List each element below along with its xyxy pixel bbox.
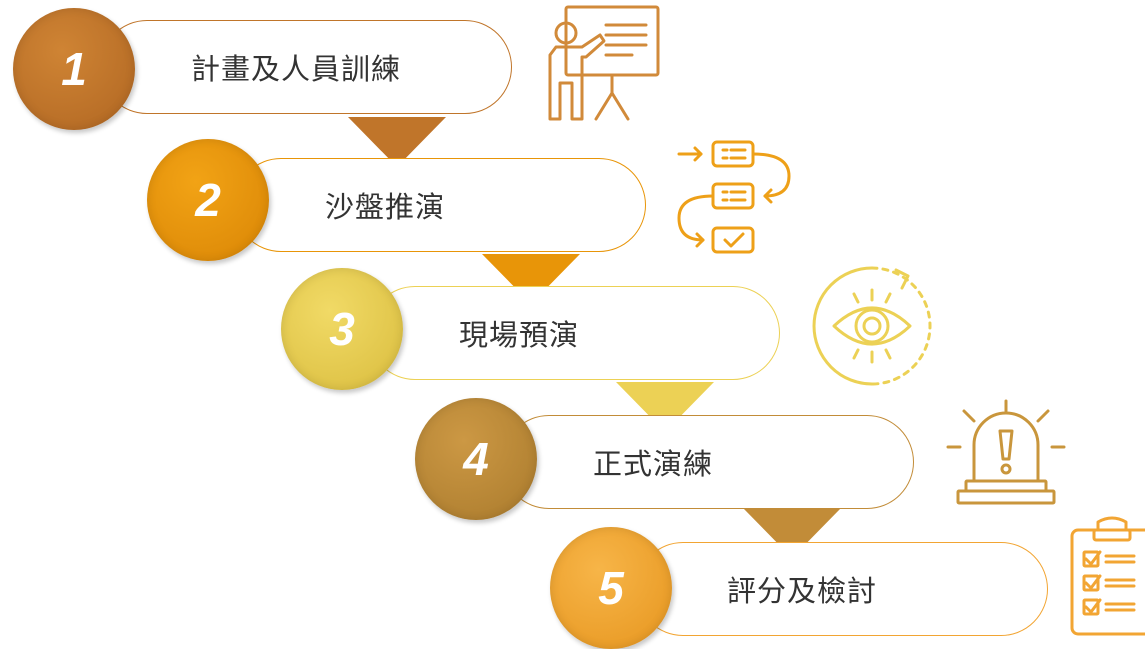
step-3-number-badge: 3 [281,268,403,390]
eye-rotate-icon [810,264,934,388]
step-3-box: 現場預演 [368,286,780,380]
step-5-number-badge: 5 [550,527,672,649]
step-4-box: 正式演練 [502,415,914,509]
step-2-number: 2 [195,174,221,226]
step-2-label: 沙盤推演 [325,190,446,224]
step-5-label: 評分及檢討 [727,574,878,608]
workflow-checklist-icon [673,138,798,258]
step-2-box: 沙盤推演 [234,158,646,252]
presentation-teacher-icon [536,3,661,123]
step-3-number: 3 [329,303,355,355]
step-4-label: 正式演練 [593,447,714,481]
step-5-box: 評分及檢討 [636,542,1048,636]
step-4-number-badge: 4 [415,398,537,520]
alarm-siren-icon [944,397,1068,509]
step-1-number: 1 [61,43,87,95]
step-2-number-badge: 2 [147,139,269,261]
step-1-number-badge: 1 [13,8,135,130]
clipboard-checklist-icon [1064,514,1145,636]
step-4-number: 4 [463,433,489,485]
step-1-box: 計畫及人員訓練 [100,20,512,114]
step-5-number: 5 [598,562,624,614]
step-1-label: 計畫及人員訓練 [191,52,402,86]
step-3-label: 現場預演 [459,318,580,352]
